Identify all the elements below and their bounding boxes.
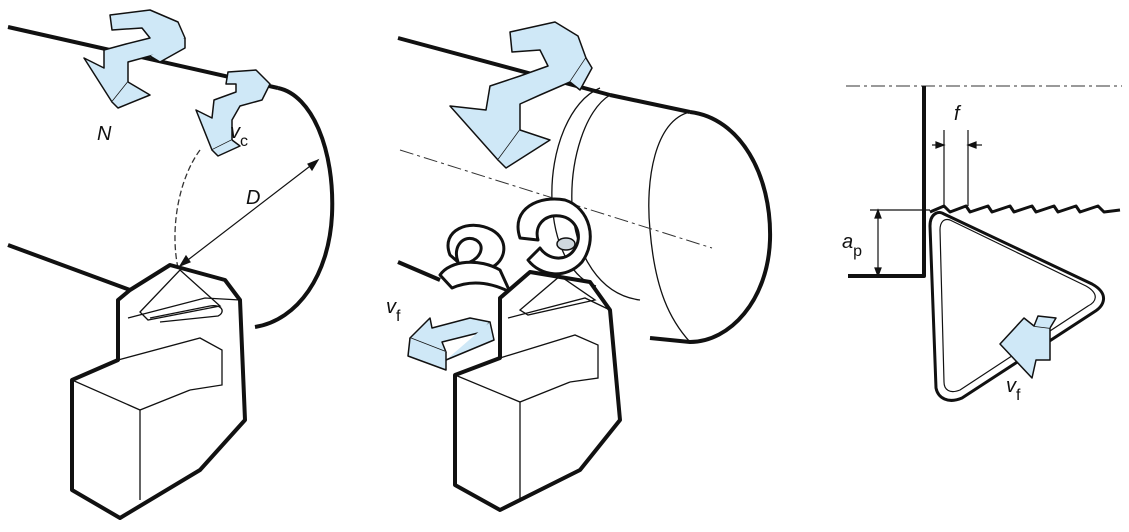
rotation-arrow-middle: [449, 21, 593, 169]
chip-curls: [438, 197, 592, 294]
label-D: D: [246, 187, 260, 209]
workpiece-profile: [848, 86, 926, 278]
panel-middle-feed: vf: [386, 21, 773, 512]
tool-holder-middle: [453, 270, 622, 512]
label-f: f: [954, 103, 962, 125]
label-ap: ap: [842, 231, 862, 260]
label-vf-right: vf: [1006, 375, 1021, 404]
tool-holder-left: [70, 263, 247, 520]
cutting-insert: [928, 211, 1105, 402]
label-vf-middle: vf: [386, 296, 401, 325]
label-vc: vc: [230, 121, 248, 150]
label-N: N: [97, 123, 112, 145]
tool-details-left: [71, 269, 241, 500]
diameter-dimension: [178, 158, 320, 268]
front-face-arc: [174, 149, 201, 269]
panel-left-turning-speed: N vc D: [7, 9, 335, 520]
tool-details-middle: [454, 275, 611, 502]
depth-dimension-ap: [870, 208, 930, 278]
chip-hole: [556, 237, 576, 251]
rotation-arrow-N: [83, 9, 186, 109]
machined-surface: [929, 204, 1121, 214]
feed-dimension-f: [932, 130, 982, 206]
feed-arrow-right: [999, 315, 1057, 379]
feed-arrow-middle: [407, 317, 495, 371]
cutting-speed-arrow: [195, 69, 271, 157]
panel-right-depth-of-cut: f ap vf: [842, 85, 1122, 404]
